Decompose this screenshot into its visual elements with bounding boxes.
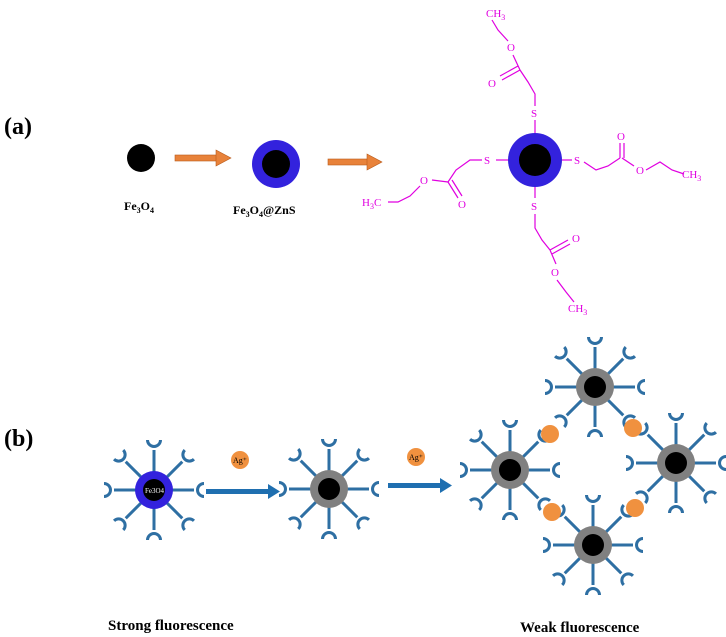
sulfur-left: S: [484, 155, 490, 167]
receptor-cup: [552, 462, 560, 478]
receptor-cup: [545, 379, 553, 395]
ligand-bottom: S O O CH3: [531, 187, 587, 317]
receptor-cup: [181, 517, 196, 532]
receptor-cup: [543, 537, 551, 553]
oxygen-top-ester: O: [507, 42, 515, 54]
fe3o4-zns-coreshell-particle: [252, 140, 300, 188]
receptor-cup: [460, 462, 468, 478]
aggregate-particle-top: [545, 337, 645, 437]
oxygen-bottom-ester: O: [551, 267, 559, 279]
panel-a-label: (a): [4, 114, 32, 140]
particle-core: [143, 479, 165, 501]
ag-bridge-ion: [543, 503, 561, 521]
receptor-cup: [703, 421, 718, 436]
oxygen-left-carbonyl: O: [458, 199, 466, 211]
svg-text:Ag⁺: Ag⁺: [233, 456, 247, 465]
receptor-cup: [668, 505, 684, 513]
panel-b-label: (b): [4, 426, 33, 452]
receptor-cup: [196, 482, 204, 498]
particle-core-label: Fe3O4: [145, 487, 165, 495]
receptor-cup: [104, 482, 112, 498]
blue-arrow-2: [388, 478, 452, 493]
receptor-cup: [634, 490, 649, 505]
sulfur-top: S: [531, 108, 537, 120]
sulfur-right: S: [574, 155, 580, 167]
receptor-cup: [718, 455, 726, 471]
ag-bridge-ion: [626, 499, 644, 517]
particle-core: [665, 452, 687, 474]
oxygen-right-ester: O: [636, 165, 644, 177]
aggregate-particle-bottom: [543, 495, 643, 595]
receptor-cup: [537, 497, 552, 512]
oxygen-right-carbonyl: O: [617, 131, 625, 143]
weak-fluorescence-caption: Weak fluorescence: [520, 620, 640, 636]
ligand-top: S O O CH3: [486, 8, 537, 133]
receptor-cup: [146, 532, 162, 540]
ch3-bottom: CH3: [568, 303, 587, 317]
ligand-right: S O O CH3: [562, 131, 701, 183]
receptor-cup: [587, 337, 603, 345]
ag-ion-2: Ag⁺: [407, 448, 425, 466]
nanoparticle-group: Fe3O4: [104, 337, 726, 595]
strong-fluorescence-caption: Strong fluorescence: [108, 618, 234, 634]
receptor-cup: [585, 495, 601, 503]
ch3-right: CH3: [682, 169, 701, 183]
fe3o4-core-particle: [127, 144, 155, 172]
blue-arrow-1: [206, 484, 280, 499]
receptor-cup: [112, 517, 127, 532]
receptor-cup: [668, 413, 684, 421]
h3c-left: H3C: [362, 197, 381, 211]
receptor-cup: [279, 481, 287, 497]
quenched-particle: [279, 439, 379, 539]
receptor-cup: [622, 345, 637, 360]
receptor-cup: [635, 537, 643, 553]
ch3-top: CH3: [486, 8, 505, 22]
receptor-cup: [587, 429, 603, 437]
receptor-cup: [626, 455, 634, 471]
receptor-cup: [146, 440, 162, 448]
receptor-cup: [468, 428, 483, 443]
receptor-cup: [551, 572, 566, 587]
fluorescent-particle: Fe3O4: [104, 440, 204, 540]
oxygen-top-carbonyl: O: [488, 78, 496, 90]
receptor-cup: [553, 414, 568, 429]
receptor-cup: [181, 448, 196, 463]
particle-core: [584, 376, 606, 398]
ag-bridge-ion: [541, 425, 559, 443]
functionalized-particle: [508, 133, 562, 187]
receptor-cup: [620, 572, 635, 587]
receptor-cup: [637, 379, 645, 395]
receptor-cup: [287, 447, 302, 462]
receptor-cup: [356, 516, 371, 531]
receptor-cup: [321, 531, 337, 539]
receptor-cup: [585, 587, 601, 595]
receptor-cup: [502, 512, 518, 520]
receptor-cup: [468, 497, 483, 512]
receptor-cup: [321, 439, 337, 447]
receptor-cup: [356, 447, 371, 462]
receptor-cup: [287, 516, 302, 531]
oxygen-left-ester: O: [420, 175, 428, 187]
fe3o4-zns-label: Fe3O4@ZnS: [233, 203, 296, 219]
oxygen-bottom-carbonyl: O: [572, 233, 580, 245]
ag-ion-1: Ag⁺: [231, 451, 249, 469]
orange-arrow-2: [327, 153, 383, 171]
receptor-cup: [502, 420, 518, 428]
particle-core: [318, 478, 340, 500]
aggregate-particle-left: [460, 420, 560, 520]
ag-bridge-ion: [624, 419, 642, 437]
aggregate-particle-right: [626, 413, 726, 513]
svg-text:Ag⁺: Ag⁺: [409, 453, 423, 462]
receptor-cup: [553, 345, 568, 360]
ligand-left: S O O H3C: [362, 155, 508, 211]
orange-arrow-1: [174, 149, 232, 167]
particle-core: [582, 534, 604, 556]
receptor-cup: [112, 448, 127, 463]
fe3o4-label: Fe3O4: [124, 199, 154, 215]
sulfur-bottom: S: [531, 201, 537, 213]
receptor-cup: [703, 490, 718, 505]
particle-core: [499, 459, 521, 481]
receptor-cup: [371, 481, 379, 497]
